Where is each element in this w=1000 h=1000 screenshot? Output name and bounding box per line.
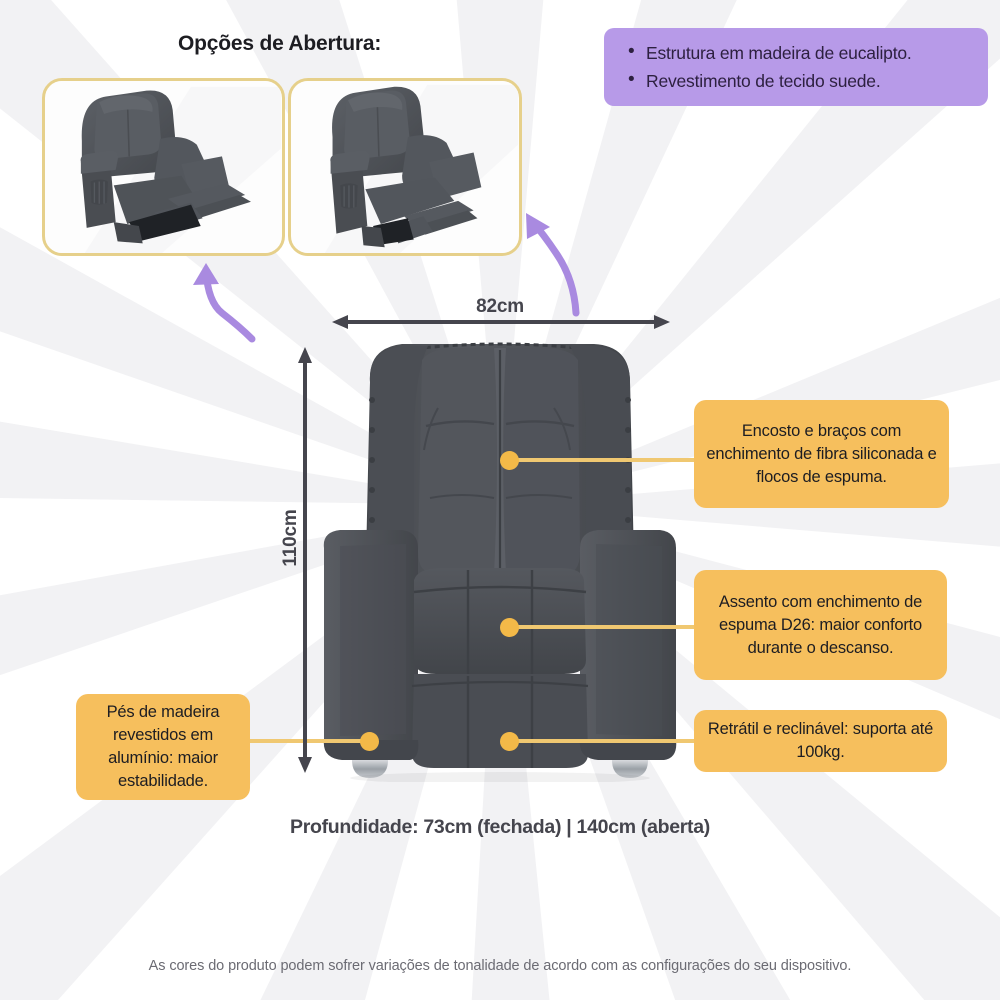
color-disclaimer: As cores do produto podem sofrer variaçõ… [148,958,852,974]
curved-arrow-to-open-thumbnail [193,263,256,343]
connector-dot-seat [500,618,519,637]
callout-seat[interactable]: Assento com enchimento de espuma D26: ma… [694,570,947,680]
chair-foot-left [352,760,388,778]
callout-feet[interactable]: Pés de madeira revestidos em alumínio: m… [76,694,250,800]
connector-line-back [508,458,698,462]
page-title: Opções de Abertura: [178,32,382,55]
height-dimension-arrow [298,347,312,773]
chair-open-illustration [46,81,281,253]
connector-dot-back [500,451,519,470]
chair-foot-right [612,760,648,778]
chair-closed-illustration [291,81,519,253]
connector-dot-feet [360,732,379,751]
width-dimension-label: 82cm [476,296,524,317]
connector-line-feet [247,739,369,743]
connector-line-recline [508,739,698,743]
materials-panel: Estrutura em madeira de eucalipto. Reves… [604,28,988,106]
depth-dimension-text: Profundidade: 73cm (fechada) | 140cm (ab… [290,816,710,838]
connector-line-seat [508,625,698,629]
connector-dot-recline [500,732,519,751]
curved-arrow-to-closed-thumbnail [526,213,580,317]
material-bullet-frame: Estrutura em madeira de eucalipto. [626,38,974,67]
materials-list: Estrutura em madeira de eucalipto. Reves… [626,38,974,95]
material-bullet-upholstery: Revestimento de tecido suede. [626,66,974,95]
callout-recline[interactable]: Retrátil e reclinável: suporta até 100kg… [694,710,947,772]
width-dimension-arrow [332,315,670,329]
thumbnail-chair-closed[interactable] [288,78,522,256]
thumbnail-chair-open[interactable] [42,78,285,256]
main-chair-illustration [323,342,677,782]
callout-back-and-arms[interactable]: Encosto e braços com enchimento de fibra… [694,400,949,508]
